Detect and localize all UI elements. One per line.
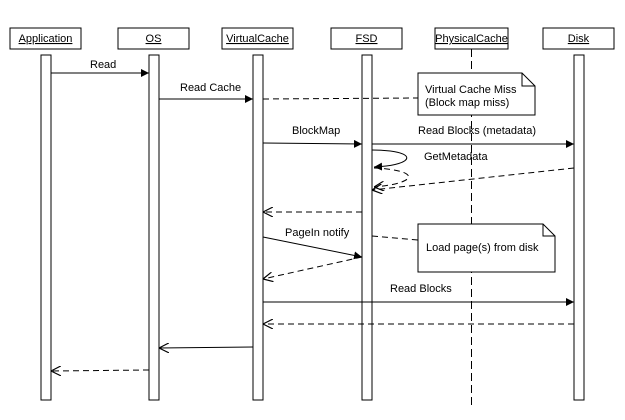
participant-os: OS [117, 27, 190, 50]
message-return-os-app [51, 370, 150, 371]
note-line-load-pages: Load page(s) from disk [426, 242, 539, 254]
participant-label-application: Application [19, 33, 73, 45]
message-label-blockmap: BlockMap [292, 125, 340, 137]
message-return-disk-fsd [372, 167, 575, 190]
participant-label-physicalcache: PhysicalCache [435, 33, 508, 45]
message-label-read-cache: Read Cache [180, 82, 241, 94]
activation-disk [573, 54, 585, 401]
message-label-read: Read [90, 59, 116, 71]
activation-virtualcache [252, 54, 264, 401]
activation-fsd [361, 54, 373, 401]
participant-disk: Disk [542, 27, 615, 50]
participant-label-virtualcache: VirtualCache [226, 33, 289, 45]
message-read-blocks: Read Blocks [263, 283, 574, 306]
participant-virtualcache: VirtualCache [221, 27, 294, 50]
participant-application: Application [9, 27, 82, 50]
note-line-2: (Block map miss) [425, 97, 509, 109]
message-read-cache: Read Cache [159, 82, 253, 103]
message-getmetadata: GetMetadata [371, 149, 488, 171]
message-read: Read [51, 59, 149, 77]
participant-fsd: FSD [330, 27, 403, 50]
activation-application [40, 54, 52, 401]
note-load-pages: Load page(s) from disk [371, 223, 556, 273]
note-line-1: Virtual Cache Miss [425, 84, 517, 96]
message-return-vc-os [159, 347, 254, 348]
message-label-read-blocks-metadata: Read Blocks (metadata) [418, 125, 536, 137]
activation-os [148, 54, 160, 401]
participant-label-fsd: FSD [356, 33, 378, 45]
message-label-read-blocks: Read Blocks [390, 283, 452, 295]
message-pagein-notify: PageIn notify [262, 227, 363, 260]
message-label-getmetadata: GetMetadata [424, 151, 488, 163]
message-self-return [374, 167, 409, 187]
message-label-pagein-notify: PageIn notify [285, 227, 350, 239]
note-virtual-cache-miss: Virtual Cache Miss (Block map miss) [262, 72, 536, 116]
message-return-fsd-vc-2 [263, 256, 363, 279]
message-read-blocks-metadata: Read Blocks (metadata) [372, 125, 574, 148]
participant-label-disk: Disk [568, 33, 590, 45]
participant-label-os: OS [146, 33, 162, 45]
participant-physicalcache: PhysicalCache [434, 27, 509, 50]
message-blockmap: BlockMap [262, 125, 363, 148]
